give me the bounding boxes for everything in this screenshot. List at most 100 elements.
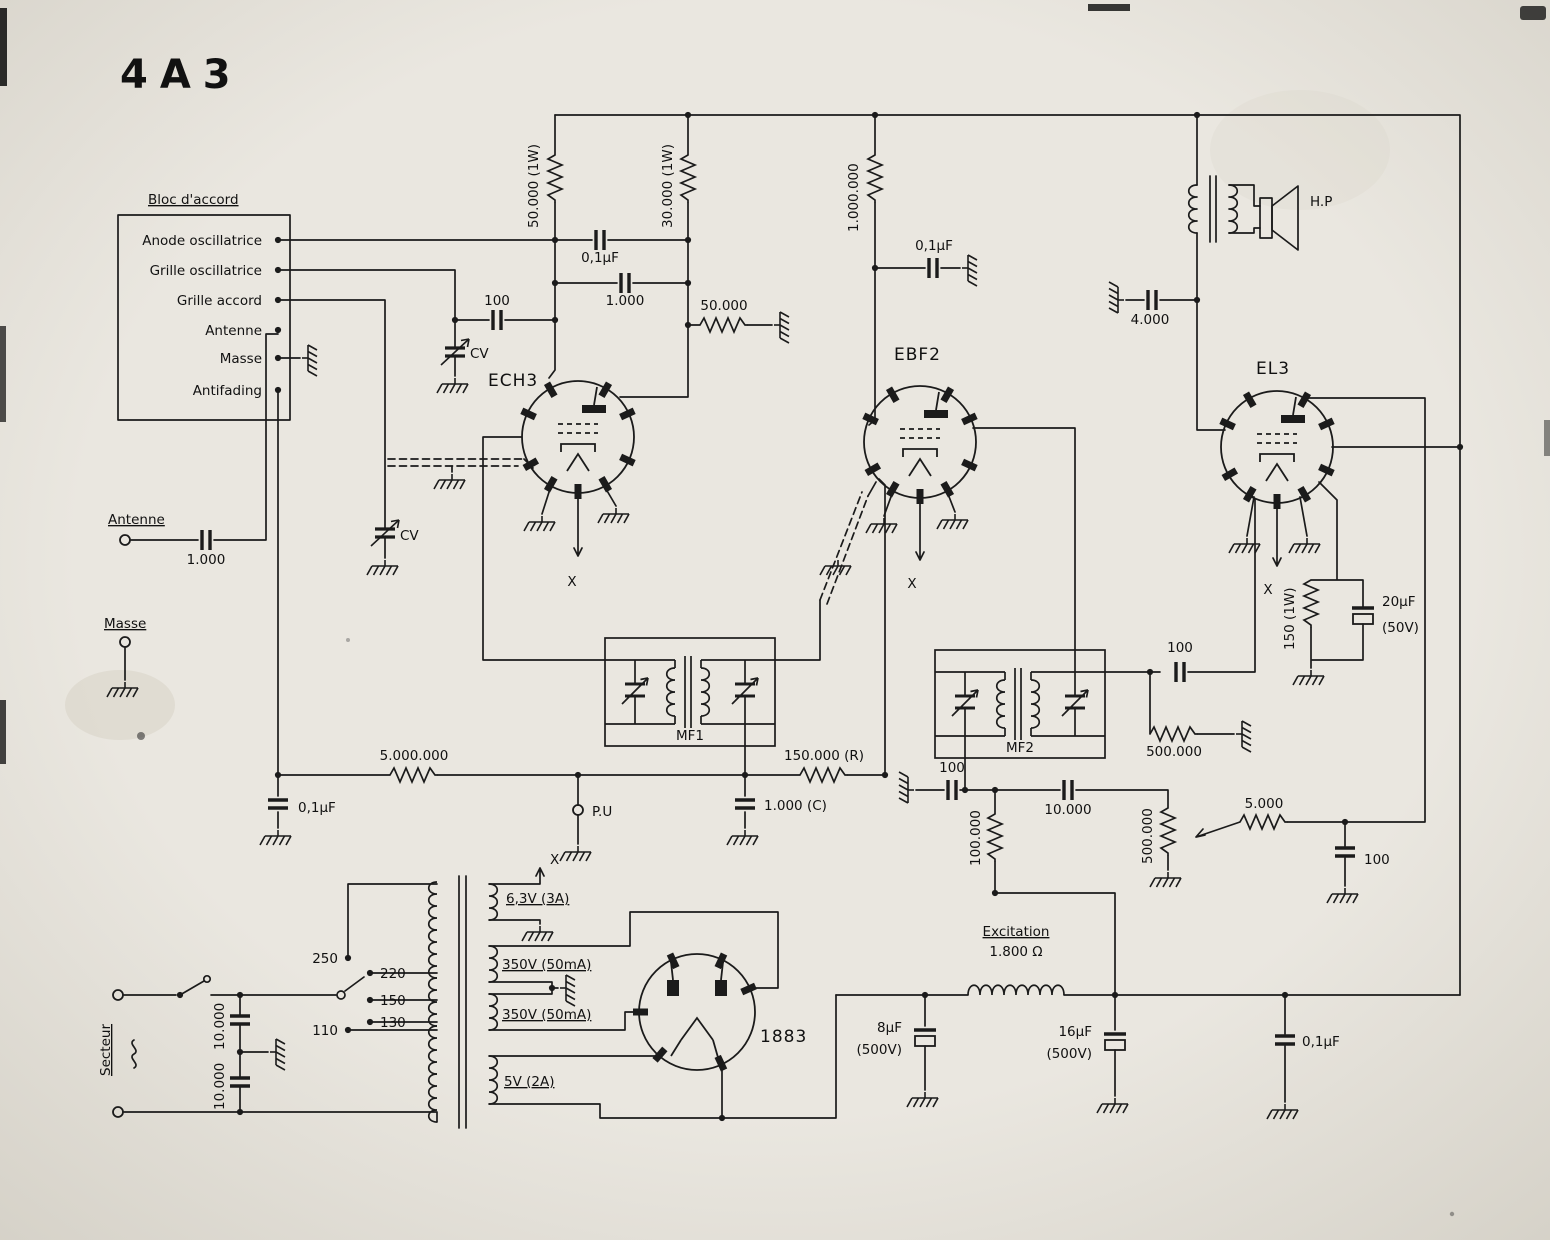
speaker-assembly: [1187, 175, 1299, 251]
osc-grid-branch: [277, 269, 556, 377]
cap-16uf-label: 16µF: [1058, 1024, 1092, 1040]
bloc-pin-grille-accord: Grille accord: [177, 293, 262, 309]
scan-artifacts: [0, 4, 1550, 1217]
cap-10000-det-label: 10.000: [1044, 802, 1091, 818]
top-rail: [554, 114, 1461, 996]
antenna-input-label: Antenne: [108, 512, 165, 528]
secteur-top-line: [123, 980, 337, 996]
speaker-label: H.P: [1310, 194, 1332, 210]
secteur-bottom-line: [123, 1111, 438, 1123]
resistor-5meg-label: 5.000.000: [380, 748, 449, 764]
cap-100-el3-label: 100: [1167, 640, 1193, 656]
rect-filament-leads: [488, 994, 837, 1119]
tube-ebf2-label: EBF2: [894, 345, 941, 365]
winding-350v-a-label: 350V (50mA): [502, 957, 591, 973]
ac-symbol: [131, 1039, 137, 1069]
masse-input-label: Masse: [104, 616, 146, 632]
resistor-1meg-label: 1.000.000: [846, 163, 862, 232]
excitation-value: 1.800 Ω: [989, 944, 1042, 960]
voltage-selector-hub: [336, 990, 346, 1000]
filter-cap-leads: [924, 994, 1286, 1103]
cap-100-fb-label: 100: [1364, 852, 1390, 868]
tap-150-label: 150: [380, 993, 406, 1009]
el3-leads: [1246, 496, 1308, 567]
bloc-pin-antifading: Antifading: [193, 383, 262, 399]
bloc-pin-masse: Masse: [220, 351, 262, 367]
components: [106, 111, 1464, 1123]
cap-20uf-voltage: (50V): [1382, 620, 1419, 636]
selector-arm: [344, 976, 365, 992]
cv1-label: CV: [470, 346, 489, 362]
bloc-pin-grille-osc: Grille oscillatrice: [150, 263, 262, 279]
resistor-150000-label: 150.000 (R): [784, 748, 864, 764]
resistor-150-label: 150 (1W): [1282, 587, 1298, 650]
secteur-label: Secteur: [98, 1024, 114, 1076]
wiring: [123, 114, 1461, 1129]
pu-label: P.U: [592, 804, 612, 820]
mf2-label: MF2: [1006, 740, 1034, 756]
cap-100-label: 100: [484, 293, 510, 309]
speaker-leads: [1228, 184, 1261, 234]
excitation-label: Excitation: [983, 924, 1050, 940]
el3-anode-line: [1196, 114, 1226, 431]
el3-grid-network: [1104, 492, 1256, 735]
resistor-30000-label: 30.000 (1W): [660, 144, 676, 228]
pot-wiper-arrow: [1195, 821, 1241, 838]
cap-01uf-ht-label: 0,1µF: [1302, 1034, 1340, 1050]
tap-220-label: 220: [380, 966, 406, 982]
line-cap1-label: 10.000: [212, 1003, 228, 1050]
mf1-label: MF1: [676, 728, 704, 744]
tuning-grid-branch: [277, 299, 534, 559]
heater-mark-el3: X: [1263, 582, 1272, 598]
cap-4000-label: 4.000: [1131, 312, 1170, 328]
cap-8uf-voltage: (500V): [856, 1042, 902, 1058]
heater-mark-ebf2: X: [907, 576, 916, 592]
mains-switch-contact: [202, 974, 212, 984]
det-network: [915, 735, 1169, 996]
page-title: 4A3: [120, 52, 243, 98]
resistor-50000-label: 50.000 (1W): [526, 144, 542, 228]
cap-01uf-avc-label: 0,1µF: [298, 800, 336, 816]
tap-110-label: 110: [312, 1023, 338, 1039]
ech3-leads: [482, 436, 617, 661]
cap-01uf-osc-label: 0,1µF: [581, 250, 619, 266]
line-cap2-label: 10.000: [212, 1063, 228, 1110]
winding-5v-label: 5V (2A): [504, 1074, 554, 1090]
feedback-line: [1287, 397, 1426, 887]
resistor-100000-label: 100.000: [968, 810, 984, 866]
transformer-core: [458, 875, 467, 1129]
shielded-lead-ech3: [387, 458, 525, 467]
cap-1000c-label: 1.000 (C): [764, 798, 827, 814]
osc-screen-branch: [619, 114, 773, 398]
ebf2-leads: [883, 493, 956, 561]
winding-63v-label: 6,3V (3A): [506, 891, 569, 907]
avc-line: [277, 478, 886, 776]
tube-el3-label: EL3: [1256, 359, 1290, 379]
cap-01uf-ebf2-label: 0,1µF: [915, 238, 953, 254]
tap-wires: [347, 883, 438, 1031]
cv2-label: CV: [400, 528, 419, 544]
ebf2-anode-line: [972, 427, 1076, 673]
cap-20uf-label: 20µF: [1382, 594, 1416, 610]
tap-130-label: 130: [380, 1015, 406, 1031]
heater-mark-winding: X: [550, 852, 559, 868]
tube-ech3-label: ECH3: [488, 371, 538, 391]
speaker-cone-icon: [1271, 185, 1299, 251]
cap-1000-osc-label: 1.000: [606, 293, 645, 309]
antenna-cap-label: 1.000: [187, 552, 226, 568]
el3-cathode-network: [1310, 481, 1364, 669]
resistor-50000-grid-label: 50.000: [700, 298, 747, 314]
heater-mark-ech3: X: [567, 574, 576, 590]
winding-350v-b-label: 350V (50mA): [502, 1007, 591, 1023]
mf1-output-line: [774, 481, 877, 661]
bloc-pin-antenne: Antenne: [205, 323, 262, 339]
resistor-500000-grid-label: 500.000: [1146, 744, 1202, 760]
osc-anode-branch: [277, 114, 689, 379]
heater-winding-leads: [488, 867, 545, 925]
bloc-accord-box: [117, 214, 291, 421]
labels: 4A3 Bloc d'accord Anode oscillatrice Gri…: [98, 52, 1419, 1110]
antenna-line: [130, 333, 279, 541]
shielded-lead-ebf2: [819, 491, 869, 605]
bloc-pin-anode-osc: Anode oscillatrice: [142, 233, 262, 249]
